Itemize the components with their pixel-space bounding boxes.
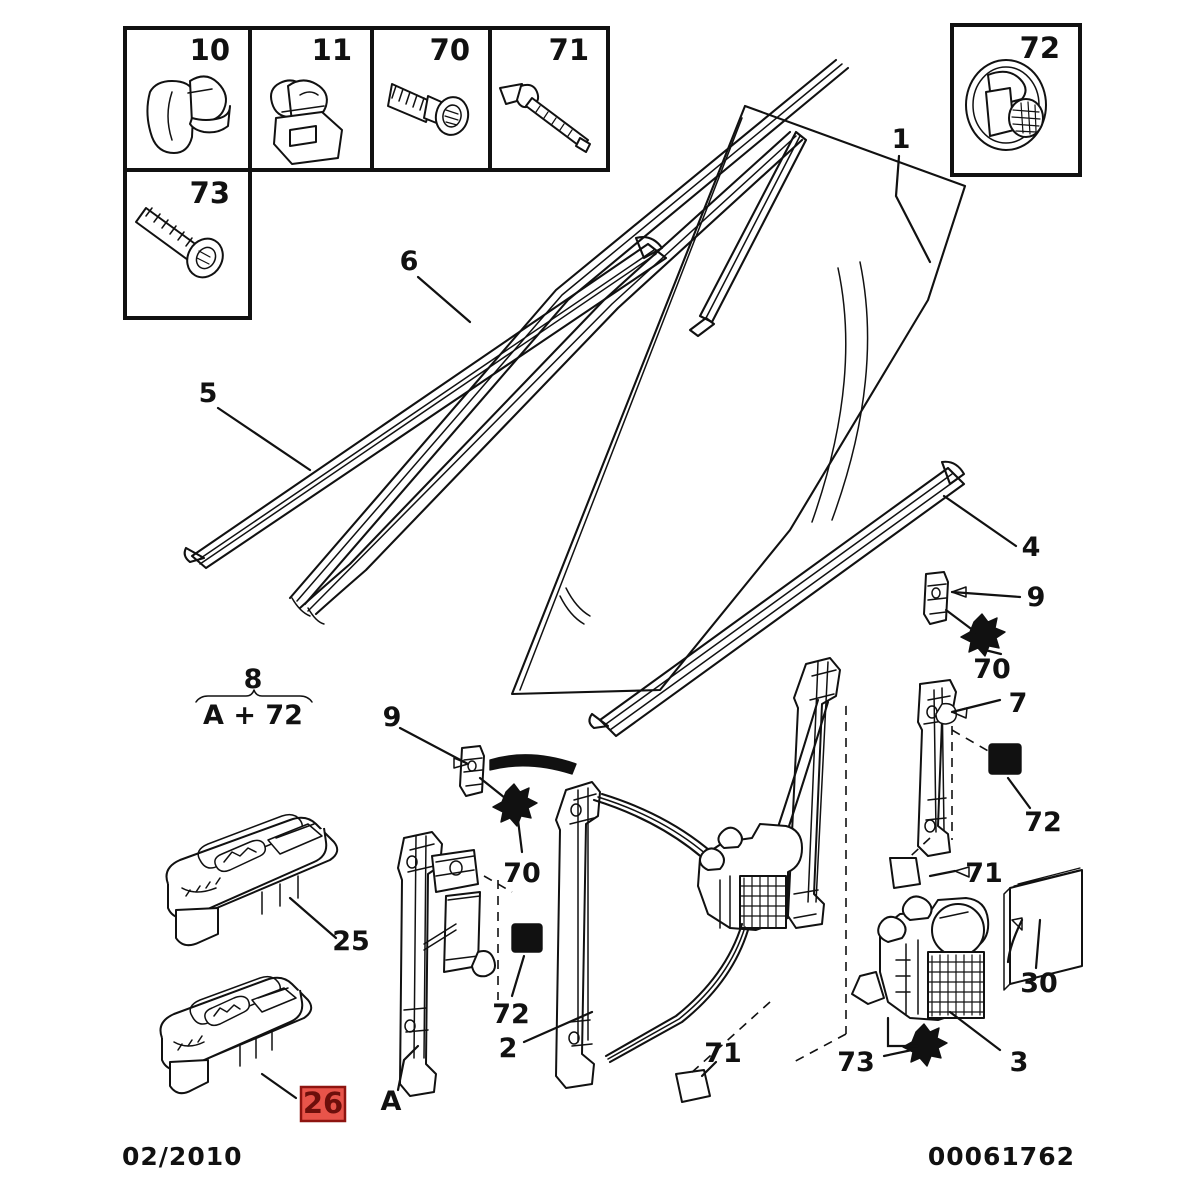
rear-guide-rail-7 [917, 679, 958, 857]
legend-number-70: 70 [430, 33, 470, 67]
leader-4 [942, 494, 1018, 548]
footer-date: 02/2010 [122, 1142, 243, 1171]
callout-label-72-right: 72 [1024, 807, 1062, 838]
callout-label-1: 1 [892, 124, 911, 155]
highlight-box-26[interactable] [299, 1085, 347, 1123]
leader-A [396, 1044, 420, 1092]
callout-label-4: 4 [1022, 532, 1041, 563]
callout-label-5: 5 [199, 378, 218, 409]
legend-number-72: 72 [1020, 31, 1060, 65]
leader-71-center [700, 1060, 718, 1078]
footer-reference: 00061762 [928, 1142, 1075, 1171]
glass-clamp-left-9 [459, 745, 577, 797]
leader-7-to-grommet [951, 729, 991, 753]
legend-box-70: 70 [370, 26, 492, 172]
callout-label-9-right: 9 [1027, 582, 1046, 613]
callout-label-70-right: 70 [973, 654, 1011, 685]
leader-1 [894, 154, 932, 264]
legend-box-73: 73 [123, 168, 252, 320]
front-guide-rail-A [397, 831, 499, 1097]
leader-72-left [510, 954, 526, 998]
self-tapping-screw-icon-73 [135, 207, 224, 279]
grommet-icon-72-left [511, 923, 543, 953]
rivet-icon-71-center [675, 1069, 711, 1103]
clip-icon-11 [270, 79, 343, 165]
legend-number-73: 73 [190, 176, 230, 210]
grommet-icon-72-right [988, 743, 1022, 775]
callout-label-30: 30 [1020, 968, 1058, 999]
leader-5 [216, 406, 312, 472]
group-label-contents: A + 72 [203, 700, 303, 731]
window-regulator-2 [555, 657, 847, 1089]
legend-number-71: 71 [549, 33, 589, 67]
screw-stud-icon-70 [387, 83, 470, 136]
leader-reg-to-rivet [689, 1001, 771, 1075]
leader-motor-to-screw [886, 1016, 920, 1048]
leader-clamp-to-stud-left [478, 776, 512, 804]
outer-trim-strip-5 [183, 236, 668, 570]
regulator-motor-3 [851, 895, 990, 1021]
callout-label-7: 7 [1009, 688, 1028, 719]
rivet-icon-71-right [889, 857, 921, 889]
leader-9-right [950, 590, 1022, 599]
callout-label-A: A [381, 1086, 402, 1117]
callout-label-2: 2 [499, 1033, 518, 1064]
leader-72-right [1006, 776, 1032, 810]
leader-26 [260, 1072, 298, 1100]
callout-label-26: 26 [303, 1086, 343, 1120]
legend-box-11: 11 [248, 26, 374, 172]
callout-label-73: 73 [837, 1047, 875, 1078]
clip-icon-10 [146, 75, 231, 154]
callout-label-25: 25 [332, 926, 370, 957]
callout-label-71-right: 71 [965, 858, 1003, 889]
leader-2 [522, 1010, 594, 1044]
assembly-group-annotation: 8 A + 72 [195, 664, 313, 731]
callout-label-9-left: 9 [383, 702, 402, 733]
belt-weatherstrip-4 [588, 460, 966, 738]
screw-stud-icon-70-right [960, 613, 1006, 657]
screw-stud-icon-73-bottom [902, 1023, 948, 1067]
leader-9-left [398, 726, 470, 766]
leader-71-right [928, 869, 957, 878]
group-label-8: 8 [244, 664, 263, 695]
grommet-nut-icon-72 [965, 59, 1047, 151]
leader-70-right [983, 648, 1003, 656]
leader-6 [416, 275, 472, 324]
callout-label-6: 6 [400, 246, 419, 277]
leader-70-left [516, 818, 524, 854]
leader-30 [1034, 918, 1042, 970]
window-switch-26 [159, 975, 313, 1095]
leader-3 [948, 1010, 1002, 1052]
leader-25 [288, 896, 338, 940]
screw-stud-icon-70-left [492, 783, 538, 827]
callout-label-70-left: 70 [503, 858, 541, 889]
window-glass-1 [510, 104, 967, 696]
legend-number-11: 11 [312, 33, 352, 67]
legend-number-10: 10 [190, 33, 230, 67]
legend-box-10: 10 [123, 26, 252, 172]
rivet-icon-71 [499, 83, 591, 153]
legend-box-72: 72 [950, 23, 1082, 177]
glass-clamp-right-9 [923, 571, 949, 625]
leader-cover-arrow [1006, 918, 1024, 964]
callout-label-71-center: 71 [704, 1038, 742, 1069]
legend-box-71: 71 [488, 26, 610, 172]
leader-railA-to-grommet [483, 875, 513, 893]
callout-label-3: 3 [1010, 1047, 1029, 1078]
window-switch-panel-25 [165, 813, 339, 947]
leader-73 [882, 1048, 914, 1058]
leader-9-to-stud [944, 608, 980, 636]
callout-label-72-left: 72 [492, 999, 530, 1030]
